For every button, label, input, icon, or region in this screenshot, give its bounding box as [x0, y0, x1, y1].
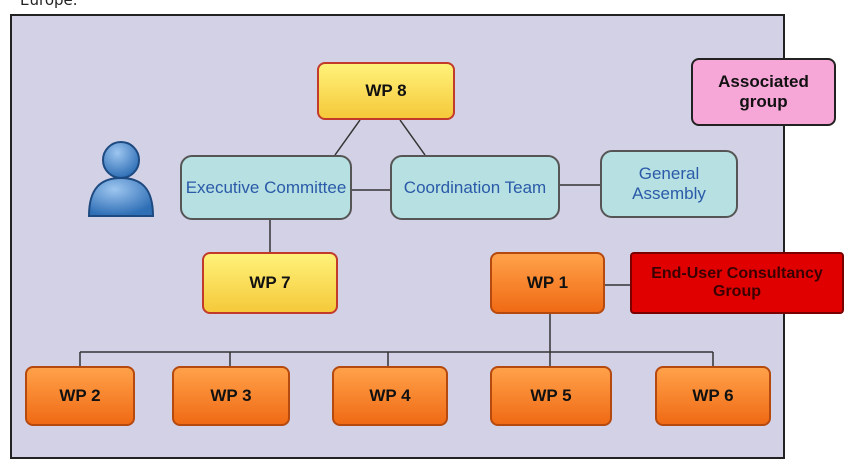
- wp2-box[interactable]: WP 2: [25, 366, 135, 426]
- wp3-box[interactable]: WP 3: [172, 366, 290, 426]
- wp8-box[interactable]: WP 8: [317, 62, 455, 120]
- coordination-team-box[interactable]: Coordination Team: [390, 155, 560, 220]
- end-user-consultancy-group-box[interactable]: End-User Consultancy Group: [630, 252, 844, 314]
- link-wp8-coord: [399, 119, 426, 156]
- associated-group-box[interactable]: Associated group: [691, 58, 836, 126]
- wp7-box[interactable]: WP 7: [202, 252, 338, 314]
- wp1-box[interactable]: WP 1: [490, 252, 605, 314]
- executive-committee-box[interactable]: Executive Committee: [180, 155, 352, 220]
- wp4-box[interactable]: WP 4: [332, 366, 448, 426]
- caption: Europe.: [20, 0, 78, 9]
- general-assembly-box[interactable]: General Assembly: [600, 150, 738, 218]
- wp6-box[interactable]: WP 6: [655, 366, 771, 426]
- link-wp8-exec: [334, 119, 361, 156]
- person-icon: [87, 141, 155, 217]
- wp5-box[interactable]: WP 5: [490, 366, 612, 426]
